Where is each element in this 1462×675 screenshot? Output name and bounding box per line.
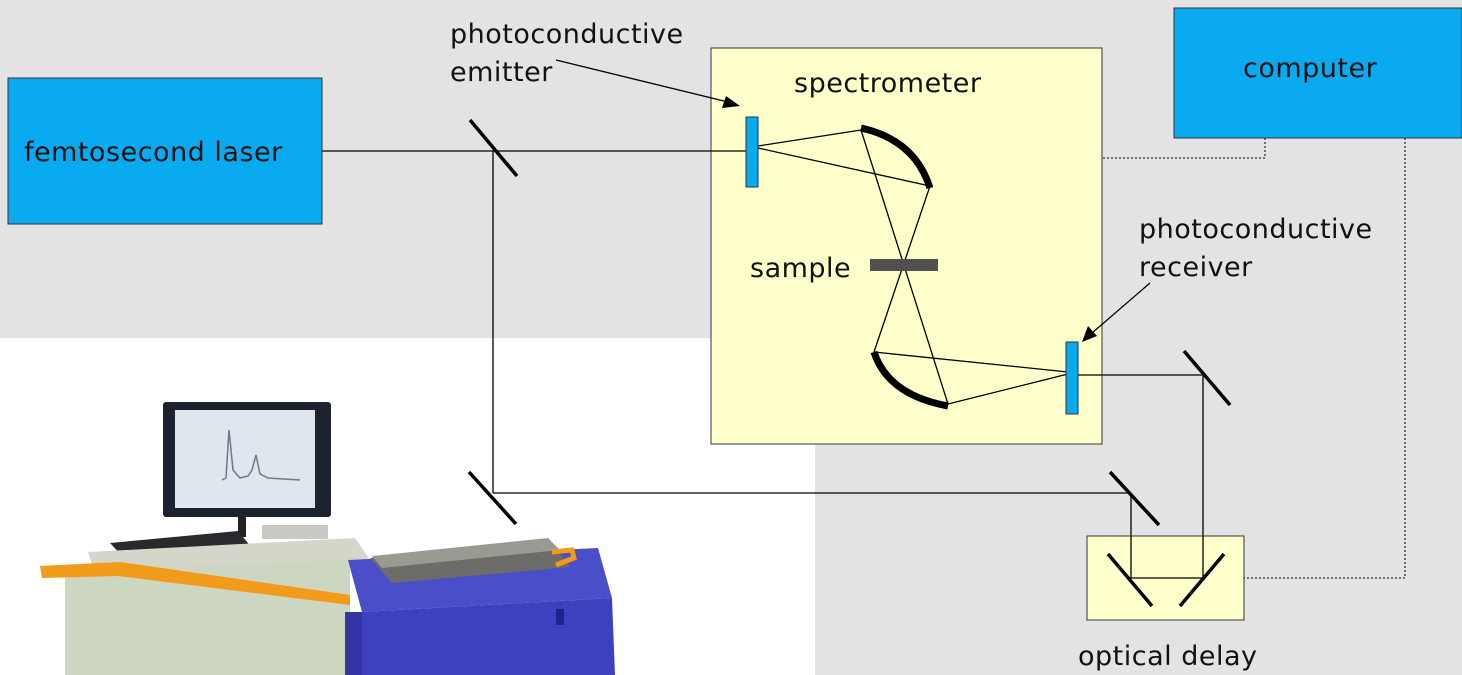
laser-rect (7, 77, 323, 225)
curved-mirror-top (860, 124, 934, 190)
spectrometer-label: spectrometer (794, 68, 982, 99)
optical-delay-label: optical delay (1078, 641, 1258, 672)
lower-left-mirror (467, 470, 518, 526)
tray-handle (551, 547, 577, 568)
spectrometer-rect (710, 47, 1103, 445)
instrument-photo (40, 402, 615, 675)
emitter-arrow-line (555, 59, 729, 103)
dotted-computer-to-delay (1244, 138, 1406, 579)
beam-splitter-mirror (468, 118, 519, 178)
delay-mirror-left (1106, 552, 1154, 608)
computer-rect (1173, 7, 1462, 139)
ray-1-overlay (757, 129, 862, 147)
receiver-label-line2: receiver (1139, 252, 1253, 283)
sample-slab (870, 259, 938, 271)
spectrometer-box: spectrometer (710, 47, 1103, 445)
emitter-label-line1: photoconductive (450, 19, 684, 50)
receiver-label-line1: photoconductive (1139, 214, 1373, 245)
small-device (262, 525, 328, 539)
femtosecond-laser-box: femtosecond laser (7, 77, 323, 225)
photoconductive-receiver (1065, 341, 1079, 415)
computer-label: computer (1243, 53, 1378, 84)
delay-mirror-right (1178, 552, 1226, 608)
ray-2-overlay (757, 147, 931, 187)
cabinet-front (362, 598, 615, 675)
optical-delay-box: optical delay (1078, 535, 1258, 672)
cabinet-latch (556, 609, 564, 625)
cabinet-side (345, 612, 362, 675)
curved-mirror-bottom (870, 350, 949, 410)
emitter-label-line2: emitter (450, 57, 553, 88)
lower-right-mirror (1108, 470, 1161, 527)
monitor-stand (238, 517, 246, 537)
receiver-arrow-line (1091, 282, 1151, 334)
monitor-screen (175, 410, 315, 508)
ray-5-overlay (873, 351, 1069, 373)
photoconductive-emitter (745, 116, 759, 188)
right-upper-mirror (1182, 349, 1232, 407)
sample-tray-top (372, 538, 560, 568)
screen-plot-line (221, 429, 301, 481)
table-top (88, 538, 370, 576)
flat-mirrors (467, 118, 1232, 527)
laser-label: femtosecond laser (24, 137, 283, 168)
receiver-arrowhead (1082, 326, 1097, 342)
emitter-arrowhead (722, 96, 740, 108)
ray-6-overlay (947, 373, 1069, 405)
orange-handle (40, 562, 350, 605)
sample-label: sample (750, 253, 851, 284)
computer-box: computer (1173, 7, 1462, 139)
